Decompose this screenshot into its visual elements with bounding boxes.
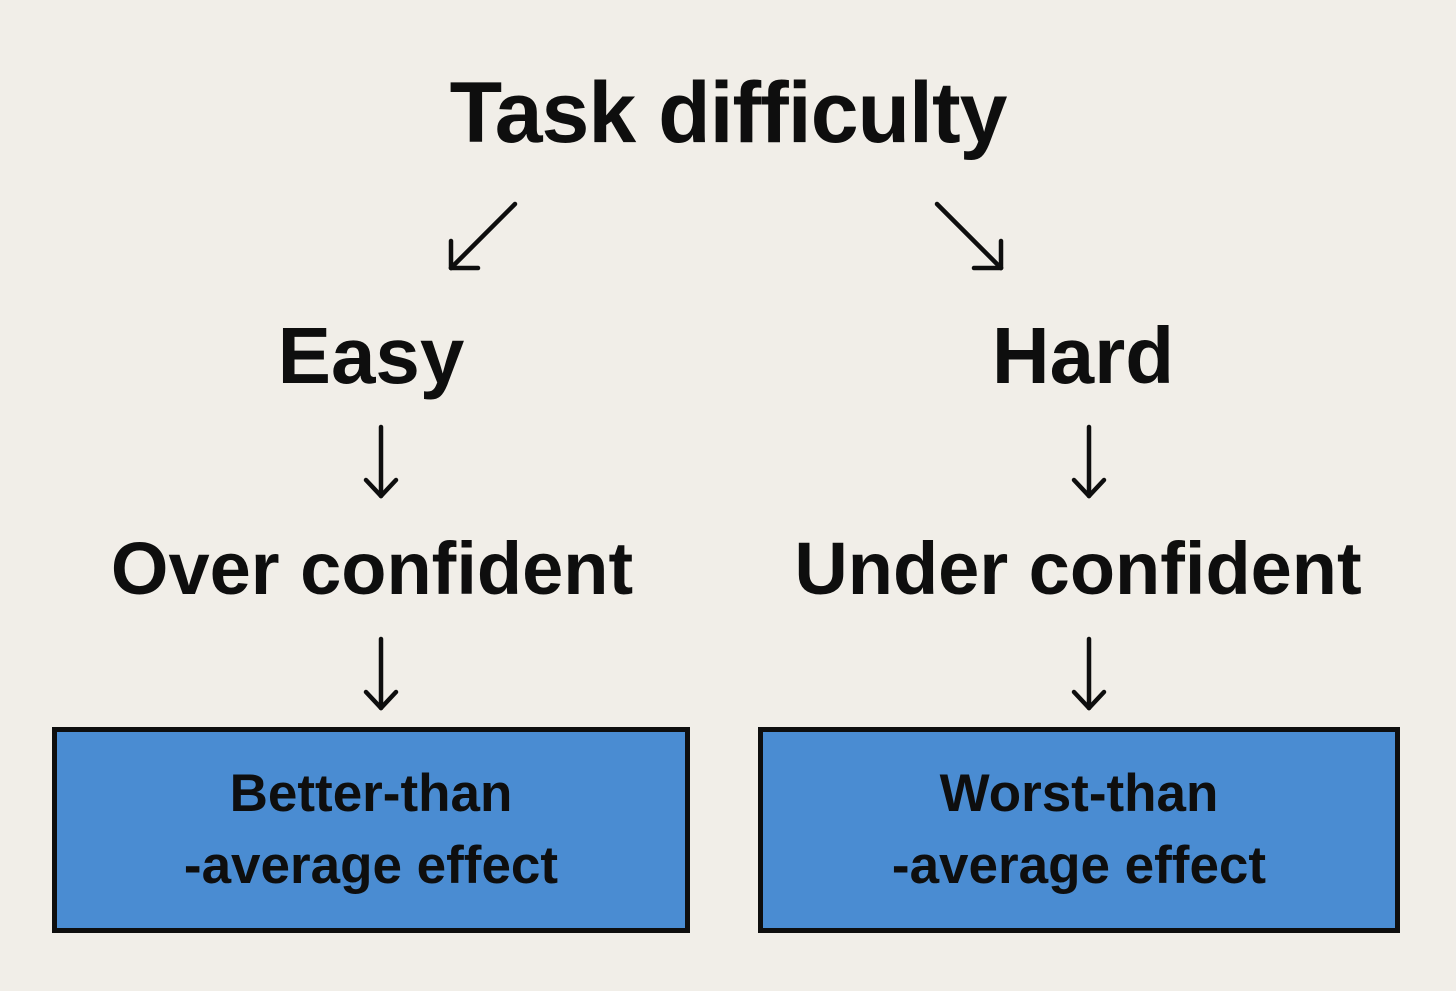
arrow-down-icon — [359, 424, 403, 502]
effect-box-line1: Worst-than — [939, 763, 1219, 823]
arrow-down-left-icon — [441, 200, 519, 274]
node-over-confident: Over confident — [110, 527, 634, 610]
node-easy: Easy — [277, 311, 465, 400]
effect-box-line2: -average effect — [891, 836, 1267, 895]
diagram-title: Task difficulty — [449, 65, 1008, 161]
arrow-down-icon — [1067, 424, 1111, 502]
effect-box-line1: Better-than — [229, 763, 513, 823]
effect-box-worst-than-average: Worst-than -average effect — [758, 727, 1400, 933]
arrow-down-right-icon — [933, 200, 1011, 274]
effect-box-line2: -average effect — [183, 836, 559, 895]
arrow-down-icon — [359, 636, 403, 714]
node-under-confident: Under confident — [794, 527, 1362, 610]
effect-box-better-than-average: Better-than -average effect — [52, 727, 690, 933]
arrow-down-icon — [1067, 636, 1111, 714]
node-hard: Hard — [991, 311, 1175, 400]
